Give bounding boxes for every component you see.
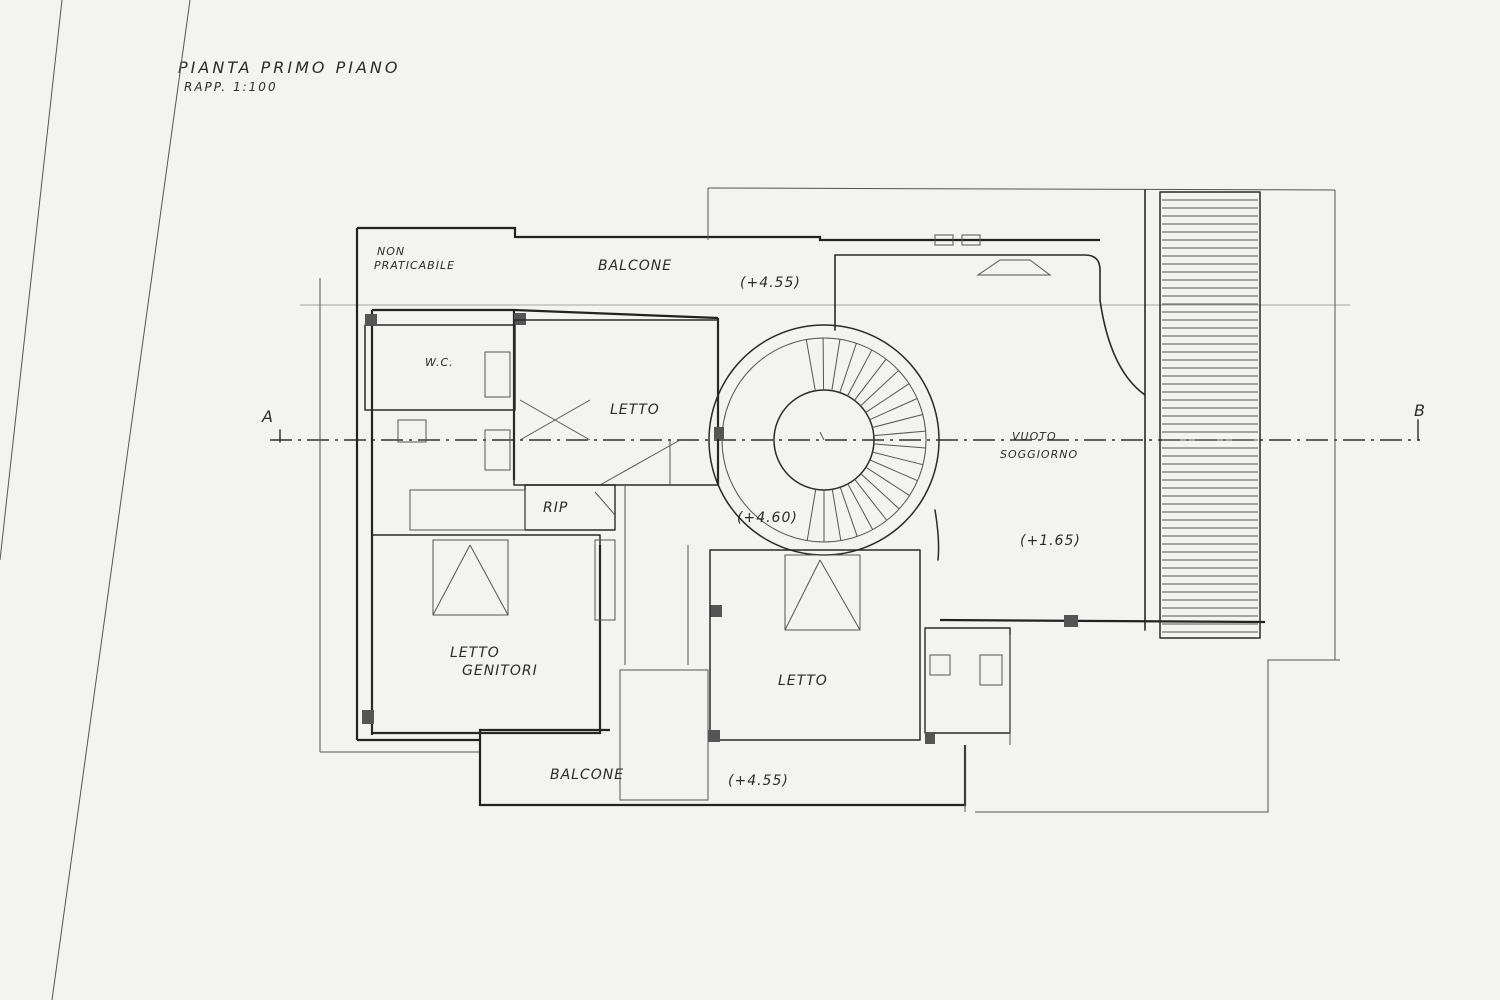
label-letto-top: LETTO bbox=[610, 402, 660, 418]
sheet-edge-lines bbox=[0, 0, 191, 1000]
label-level-top: (+4.55) bbox=[740, 275, 801, 291]
label-vuoto: VUOTO bbox=[1012, 430, 1057, 443]
stair-tread bbox=[860, 473, 900, 510]
label-praticabile: PRATICABILE bbox=[374, 259, 455, 272]
section-mark-a: A bbox=[261, 407, 274, 426]
stair-tread bbox=[854, 358, 887, 401]
rip-room bbox=[409, 484, 616, 531]
section-line bbox=[270, 419, 1420, 443]
section-mark-b: B bbox=[1414, 401, 1426, 420]
stair-tread bbox=[839, 343, 857, 393]
stair-tread bbox=[869, 398, 918, 421]
stair-tread bbox=[847, 349, 873, 397]
label-soggiorno: SOGGIORNO bbox=[1000, 448, 1078, 461]
stair-tread bbox=[831, 339, 841, 391]
label-wc: W.C. bbox=[425, 356, 454, 369]
stair-tread bbox=[847, 483, 874, 530]
stair-tread bbox=[873, 430, 926, 437]
stair-tread bbox=[805, 339, 816, 391]
label-balcone-top: BALCONE bbox=[598, 258, 672, 274]
label-letto-genitori-1: LETTO bbox=[450, 645, 500, 661]
stair-tread bbox=[854, 479, 888, 521]
vuoto-soggiorno-area bbox=[834, 189, 1266, 631]
label-non: NON bbox=[377, 245, 405, 258]
label-level-hall: (+4.60) bbox=[737, 510, 798, 526]
bath-bottom-right bbox=[924, 627, 1011, 734]
plan-title: PIANTA PRIMO PIANO bbox=[178, 58, 401, 77]
exterior-walls bbox=[300, 187, 1350, 753]
stair-tread bbox=[865, 466, 910, 496]
stair-tread bbox=[873, 443, 926, 449]
label-level-soggiorno: (+1.65) bbox=[1020, 533, 1081, 549]
stair-tread bbox=[865, 383, 910, 413]
stair-tread bbox=[872, 451, 924, 466]
letto-bottom-room bbox=[709, 549, 921, 741]
stair-tread bbox=[860, 370, 899, 407]
label-rip: RIP bbox=[543, 500, 568, 516]
letto-top-room bbox=[513, 319, 719, 486]
label-balcone-bottom: BALCONE bbox=[550, 767, 624, 783]
stair-tread bbox=[872, 413, 923, 428]
label-level-bottom: (+4.55) bbox=[728, 773, 789, 789]
external-stairs bbox=[1159, 191, 1261, 639]
plan-scale: RAPP. 1:100 bbox=[184, 80, 278, 94]
label-letto-genitori-2: GENITORI bbox=[462, 663, 538, 679]
corridor bbox=[619, 485, 709, 801]
balcone-bottom-area bbox=[478, 635, 1340, 813]
letto-genitori-room bbox=[371, 534, 616, 734]
stair-tread bbox=[839, 487, 858, 537]
stair-tread bbox=[831, 489, 842, 541]
wc-room bbox=[364, 324, 516, 471]
label-letto-bottom: LETTO bbox=[778, 673, 828, 689]
stair-tread bbox=[869, 459, 918, 482]
stair-tread bbox=[806, 489, 817, 541]
